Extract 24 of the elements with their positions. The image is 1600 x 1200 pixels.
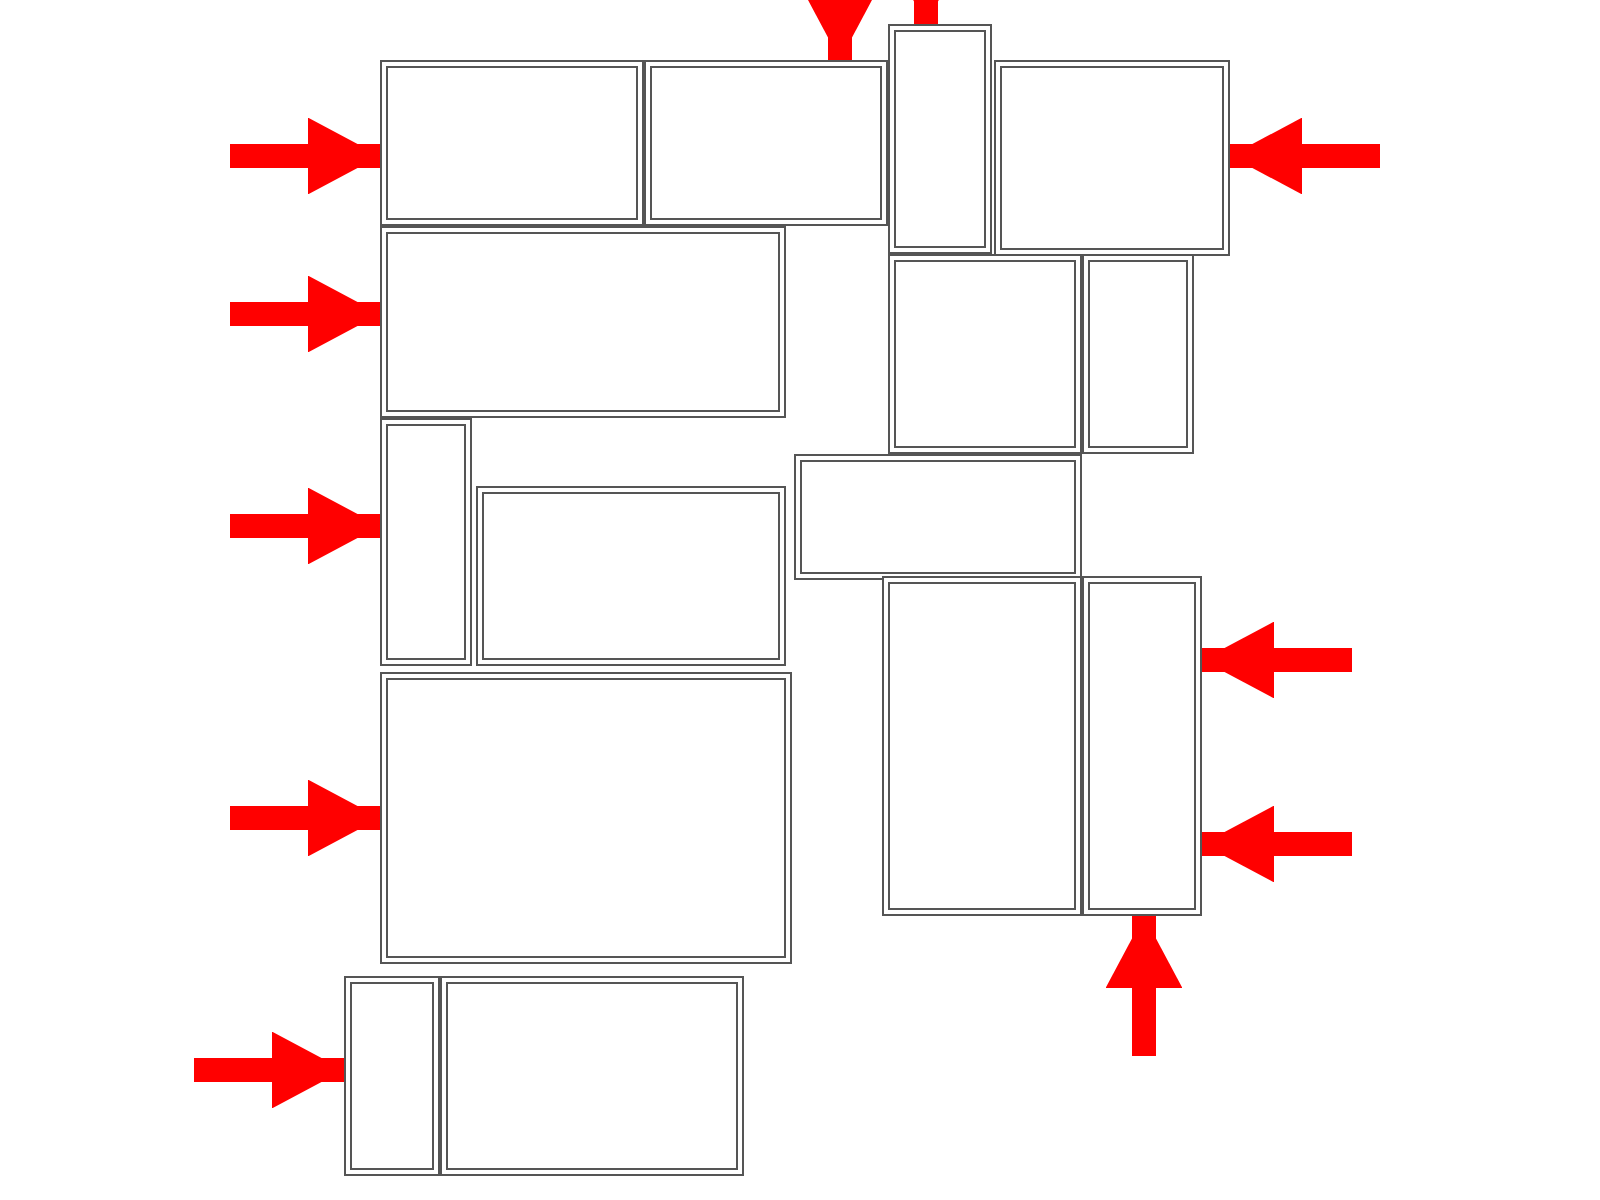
room-outline <box>888 24 992 254</box>
room-outline <box>994 60 1230 256</box>
room-outline <box>440 976 744 1176</box>
arrow <box>230 779 380 857</box>
room-outline <box>644 60 888 226</box>
arrow <box>1202 621 1352 699</box>
arrow <box>1105 916 1183 1056</box>
room-outline <box>888 254 1082 454</box>
room-outline <box>1082 576 1202 916</box>
arrow <box>230 117 380 195</box>
arrow <box>230 487 380 565</box>
arrow <box>1202 805 1352 883</box>
room-outline <box>794 454 1082 580</box>
arrow <box>1230 117 1380 195</box>
room-outline <box>380 60 644 226</box>
room-outline <box>344 976 440 1176</box>
room-outline <box>380 418 472 666</box>
room-outline <box>882 576 1082 916</box>
arrow <box>230 275 380 353</box>
arrow <box>194 1031 344 1109</box>
room-outline <box>380 672 792 964</box>
room-outline <box>380 226 786 418</box>
room-outline <box>1082 254 1194 454</box>
room-outline <box>476 486 786 666</box>
